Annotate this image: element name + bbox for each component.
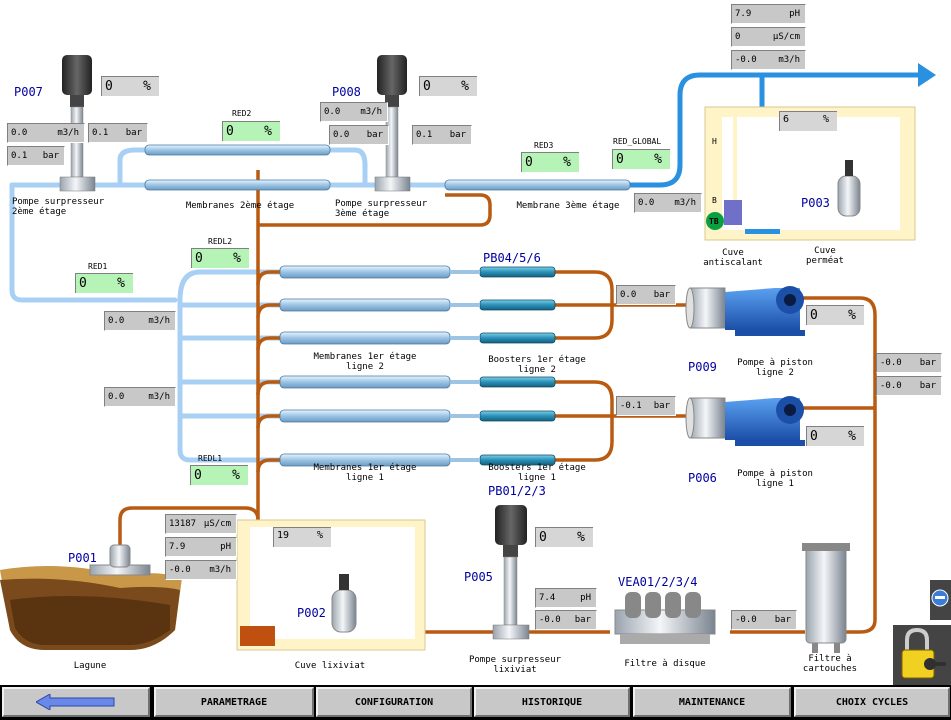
label-lagune: Lagune [73,661,107,671]
tag-redl2: REDL2 [208,237,233,246]
tank-permeat [704,106,916,241]
label-membranes-2eme: Membranes 2ème étage [185,201,295,211]
red2-percent: 0% [222,121,280,141]
disc-filter-icon [614,592,716,644]
redl1-percent: 0% [190,465,248,485]
label-cuve-antiscalant: Cuve antiscalant [703,248,763,268]
label-pompe-3eme: Pompe surpresseur 3ème étage [335,199,428,219]
tag-red2: RED2 [232,109,252,118]
p007-percent: 0% [101,76,159,96]
label-pompe-2eme: Pompe surpresseur 2ème étage [12,197,105,217]
configuration-button[interactable]: CONFIGURATION [316,687,472,717]
tb-indicator-icon [706,212,724,230]
label-membranes-l1: Membranes 1er étage ligne 1 [313,463,417,483]
p006-percent: 0% [806,426,864,446]
label-membrane-3eme: Membrane 3ème étage [516,201,620,211]
padlock-icon [893,625,951,685]
tag-redl1: REDL1 [198,454,223,463]
label-cuve-lixiviat: Cuve lixiviat [294,661,366,671]
historique-button[interactable]: HISTORIQUE [474,687,630,717]
label-pompe-piston-l2: Pompe à piston ligne 2 [737,358,813,378]
tag-p005[interactable]: P005 [464,570,493,584]
tank-level-b: B [712,196,717,205]
tag-p008[interactable]: P008 [332,85,361,99]
label-cuve-permeat: Cuve perméat [806,246,844,266]
p005-percent: 0% [535,527,593,547]
parametrage-button[interactable]: PARAMETRAGE [154,687,314,717]
tag-p003[interactable]: P003 [801,196,830,210]
membranes-2eme [144,144,331,191]
lagune-icon [0,544,182,650]
tank-permeat-percent: 6% [779,111,837,131]
boosters-1er-etage [479,266,556,466]
label-filtre-cartouches: Filtre à cartouches [802,654,858,674]
label-boosters-l1: Boosters 1er étage ligne 1 [488,463,586,483]
tb-label: TB [709,217,719,226]
tag-p001[interactable]: P001 [68,551,97,565]
tag-p002[interactable]: P002 [297,606,326,620]
choix-cycles-button[interactable]: CHOIX CYCLES [794,687,950,717]
tank-level-h: H [712,137,717,146]
piston-pump-p009-icon [685,286,805,336]
tag-p006[interactable]: P006 [688,471,717,485]
label-membranes-l2: Membranes 1er étage ligne 2 [313,352,417,372]
label-pompe-lixiviat: Pompe surpresseur lixiviat [468,655,562,675]
outlet-arrow-icon [918,63,936,87]
label-filtre-disque: Filtre à disque [624,659,706,669]
membrane-3eme [444,179,631,191]
back-arrow-icon [36,694,115,710]
redl2-percent: 0% [191,248,249,268]
pump-p008-icon [374,55,411,192]
red-global-percent: 0% [612,149,670,169]
label-pompe-piston-l1: Pompe à piston ligne 1 [737,469,813,489]
tag-vea[interactable]: VEA01/2/3/4 [618,575,698,589]
piston-pump-p006-icon [685,396,805,446]
p008-percent: 0% [419,76,477,96]
back-button[interactable] [2,687,150,717]
pump-p005-icon [492,505,530,640]
process-diagram [0,55,951,685]
tag-p007[interactable]: P007 [14,85,43,99]
maintenance-button[interactable]: MAINTENANCE [633,687,791,717]
tag-red1: RED1 [88,262,108,271]
red1-percent: 0% [75,273,133,293]
lixiviat-percent: 19% [273,527,331,547]
tag-pb123[interactable]: PB01/2/3 [488,484,546,498]
tag-red3: RED3 [534,141,554,150]
label-boosters-l2: Boosters 1er étage ligne 2 [488,355,586,375]
p009-percent: 0% [806,305,864,325]
tag-pb456[interactable]: PB04/5/6 [483,251,541,265]
tank-lixiviat [236,519,426,651]
tag-p009[interactable]: P009 [688,360,717,374]
red3-percent: 0% [521,152,579,172]
brine-pipes [118,170,877,634]
tag-red-global: RED_GLOBAL [613,137,662,146]
cartridge-filter-icon [802,543,850,653]
